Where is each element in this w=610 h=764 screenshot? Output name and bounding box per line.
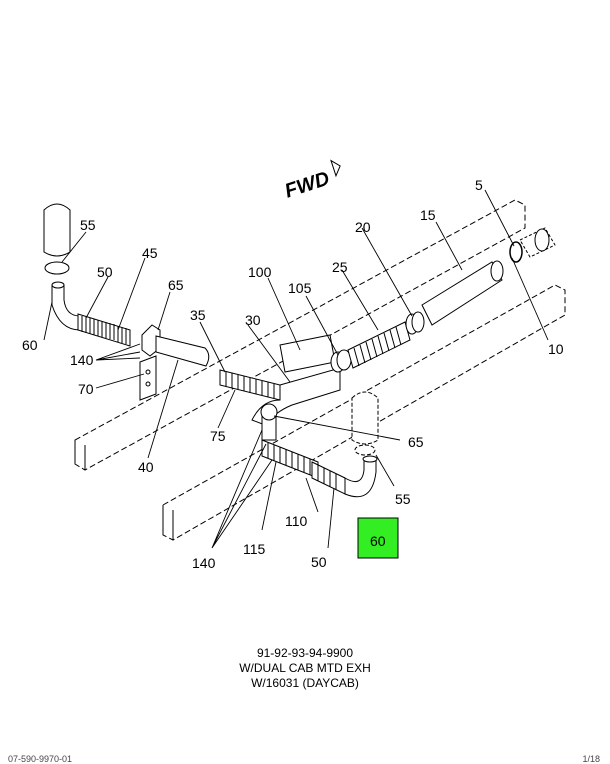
callout-140-bottom: 140 <box>192 555 216 571</box>
callout-45: 45 <box>142 245 158 261</box>
svg-text:FWD: FWD <box>282 168 332 203</box>
callout-50-left: 50 <box>97 264 113 280</box>
callout-55-left: 55 <box>80 217 96 233</box>
callout-labels: 5 10 15 20 25 30 35 40 45 50 55 60 65 70… <box>22 177 564 571</box>
center-elbow <box>251 367 341 441</box>
callout-140-left: 140 <box>70 352 94 368</box>
leader-lines <box>43 189 549 549</box>
footer-drawing-number: 07-590-9970-01 <box>8 754 73 764</box>
callout-10: 10 <box>548 341 564 357</box>
footer-page: 1/18 <box>582 754 600 764</box>
highlighted-part-60[interactable]: 60 <box>357 517 399 559</box>
callout-100: 100 <box>248 264 272 280</box>
right-exhaust-stack <box>351 391 379 456</box>
pipe-15 <box>421 260 504 326</box>
clamp-20 <box>405 311 425 335</box>
flex-pipe-25 <box>347 321 411 369</box>
callout-70: 70 <box>78 381 94 397</box>
callout-40: 40 <box>138 459 154 475</box>
left-crossover-pipe <box>155 335 210 367</box>
callout-30: 30 <box>245 312 261 328</box>
right-stack-elbow <box>344 455 378 498</box>
gasket-5 <box>509 241 523 263</box>
callout-20: 20 <box>355 219 371 235</box>
heat-shield-100 <box>279 334 336 373</box>
left-flex-pipe <box>77 313 131 347</box>
callout-105: 105 <box>288 280 312 296</box>
callout-50-bottom: 50 <box>311 554 327 570</box>
callout-15: 15 <box>420 207 436 223</box>
callout-65-left: 65 <box>168 277 184 293</box>
caption-cab-type: W/16031 (DAYCAB) <box>251 676 359 690</box>
forward-arrow: FWD <box>282 159 341 203</box>
svg-text:60: 60 <box>370 533 386 549</box>
frame-rail-lower <box>162 284 566 541</box>
callout-75: 75 <box>210 428 226 444</box>
callout-65-right: 65 <box>408 434 424 450</box>
center-flex-pipe-upper <box>219 369 281 401</box>
callout-5: 5 <box>475 177 483 193</box>
callout-35: 35 <box>190 307 206 323</box>
left-exhaust-stack <box>43 203 81 331</box>
clamp-105 <box>330 349 352 373</box>
callout-55-right: 55 <box>395 491 411 507</box>
callout-25: 25 <box>332 259 348 275</box>
caption-part-number: 91-92-93-94-9900 <box>256 646 354 660</box>
callout-110: 110 <box>285 513 308 529</box>
frame-rail-upper <box>74 199 526 471</box>
callout-115: 115 <box>243 541 266 557</box>
callout-60-left: 60 <box>22 337 38 353</box>
muffler-outlet <box>519 227 556 258</box>
right-flex-pipe-lower <box>311 461 346 495</box>
caption-configuration: W/DUAL CAB MTD EXH <box>239 661 371 675</box>
